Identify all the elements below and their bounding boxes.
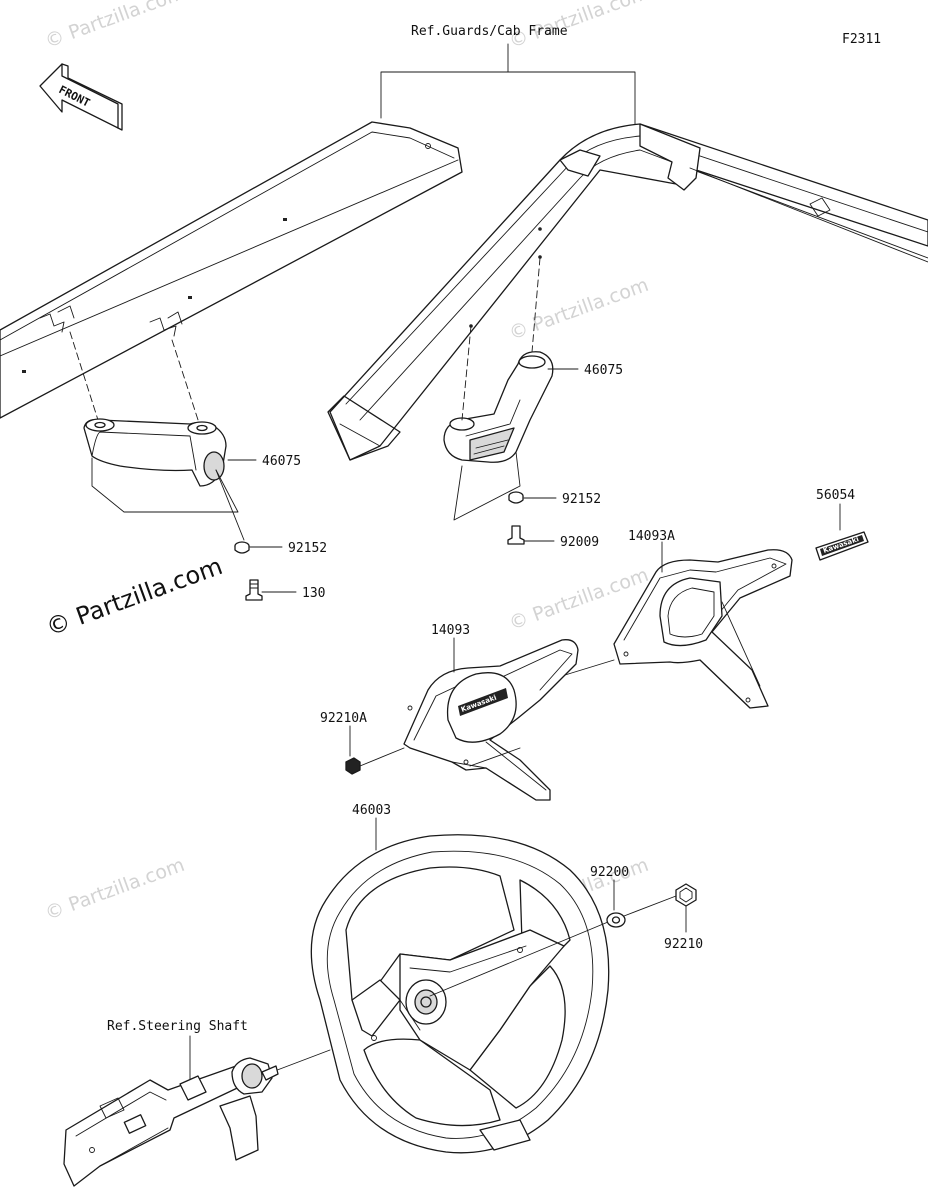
callout-cover-rear: 14093A	[628, 529, 675, 544]
callout-collar-right: 92152	[562, 492, 601, 507]
leader-assembly-left	[215, 469, 245, 541]
callout-steering-wheel: 46003	[352, 803, 391, 818]
watermark: © Partzilla.com	[506, 274, 651, 345]
callout-cover-front: 14093	[431, 623, 470, 638]
cab-frame	[327, 123, 928, 461]
ref-guards-cab-frame-label: Ref.Guards/Cab Frame	[411, 24, 568, 39]
bolt-right	[507, 525, 525, 545]
nut-cover	[345, 757, 361, 775]
bolt-left	[245, 579, 263, 601]
watermark: © Partzilla.com	[42, 0, 187, 53]
copyright-text: © Partzilla.com	[42, 552, 226, 642]
diagram-id-label: F2311	[842, 32, 881, 47]
leader-grip-right-group	[453, 451, 521, 521]
cover-rear	[613, 549, 793, 709]
cover-front: Kawasaki	[403, 639, 579, 801]
assembly-line-nut-cover	[359, 747, 405, 767]
callout-grip-right: 46075	[584, 363, 623, 378]
roof-panel	[0, 121, 463, 427]
dash-grip-right-a	[531, 257, 541, 353]
assembly-line-wheel-nut	[429, 895, 677, 997]
callout-emblem: 56054	[816, 488, 855, 503]
collar-right	[508, 491, 524, 504]
emblem: Kawasaki	[815, 531, 869, 561]
dash-grip-right-b	[461, 325, 472, 421]
callout-bolt-left: 130	[302, 586, 325, 601]
grip-left	[83, 418, 227, 487]
ref-steering-shaft-label: Ref.Steering Shaft	[107, 1019, 248, 1034]
leader-grip-left-group	[91, 457, 239, 513]
callout-washer: 92200	[590, 865, 629, 880]
callout-grip-left: 46075	[262, 454, 301, 469]
nut-wheel	[675, 883, 697, 907]
steering-shaft	[63, 1057, 279, 1187]
front-arrow: FRONT	[39, 63, 123, 131]
callout-nut-wheel: 92210	[664, 937, 703, 952]
collar-left	[234, 541, 250, 554]
callout-collar-left: 92152	[288, 541, 327, 556]
ref-bracket-line	[380, 43, 636, 129]
watermark: © Partzilla.com	[42, 854, 187, 925]
washer	[606, 912, 626, 928]
steering-wheel	[310, 834, 610, 1154]
callout-nut-cover: 92210A	[320, 711, 367, 726]
grip-right	[443, 351, 554, 463]
callout-bolt-right: 92009	[560, 535, 599, 550]
assembly-line-shaft	[271, 1049, 331, 1073]
